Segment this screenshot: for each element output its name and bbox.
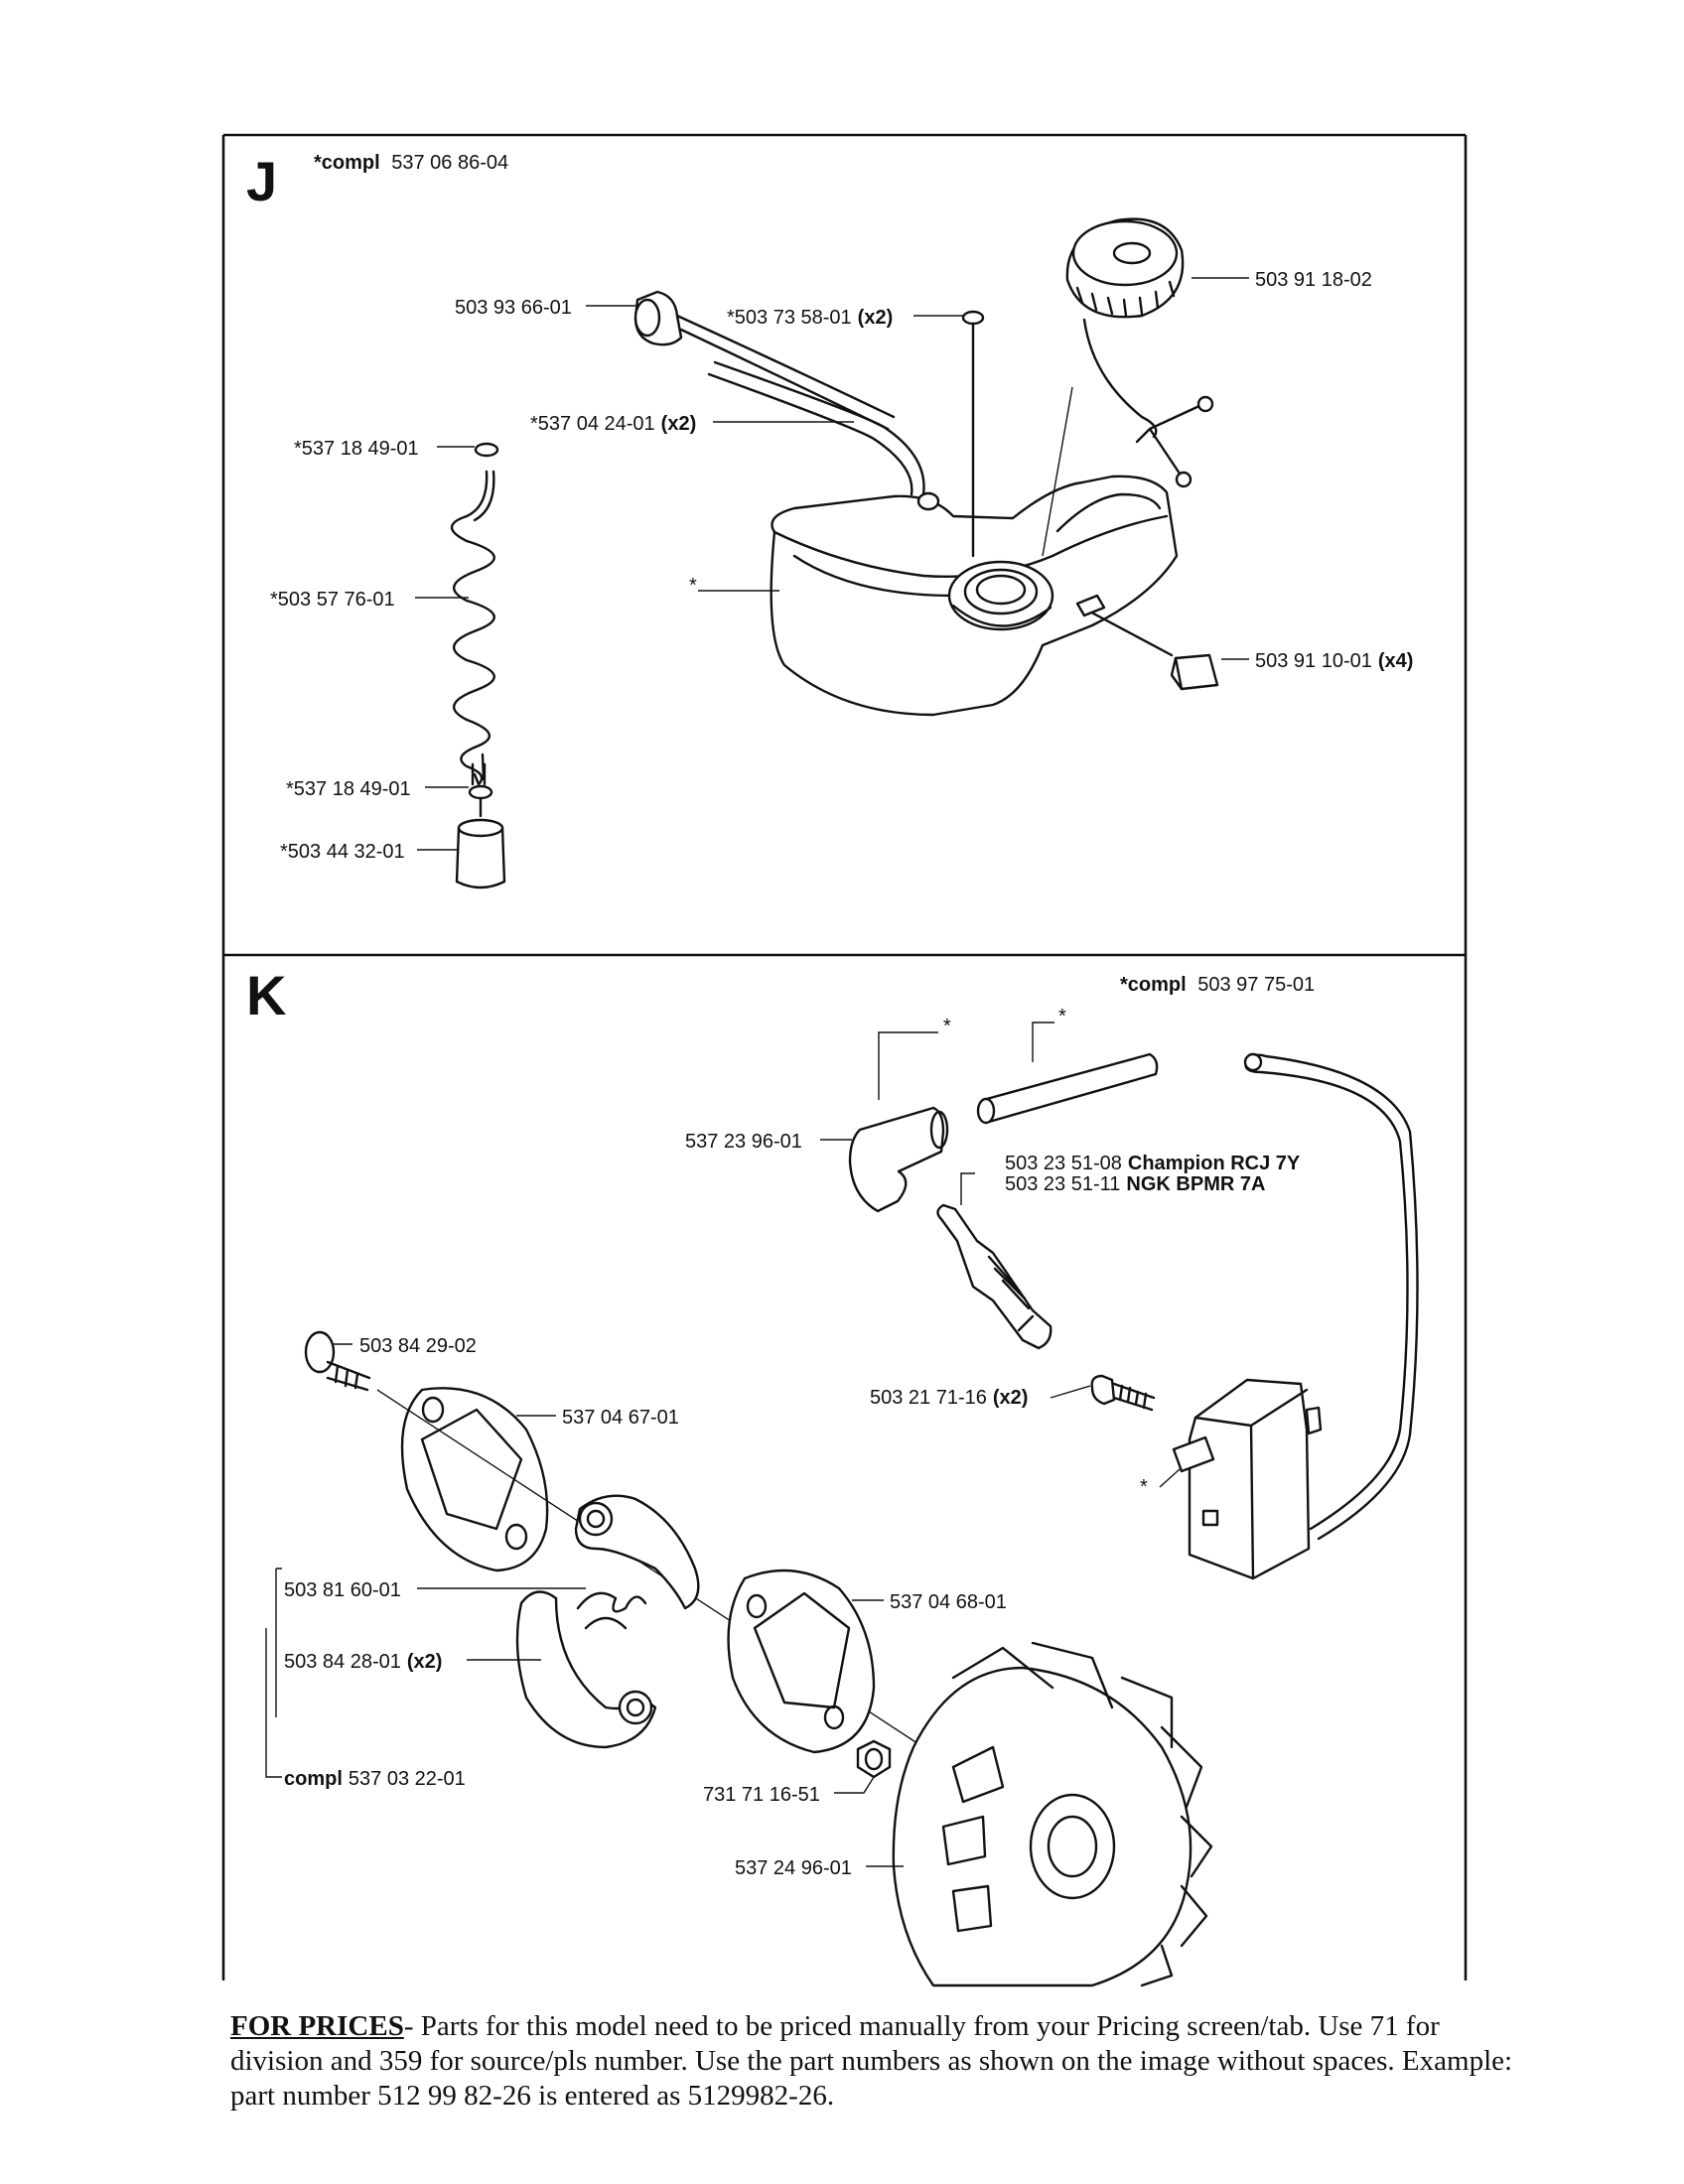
label-clutch-screw: 503 84 29-02: [359, 1335, 477, 1357]
label-rubber-pad-number: 503 91 10-01: [1255, 650, 1372, 672]
flywheel-drawing: [892, 1641, 1213, 1987]
section-j-leaders: [415, 277, 1249, 851]
label-clutch-compl-number: 537 03 22-01: [349, 1768, 466, 1790]
section-j: J *compl 537 06 86-04: [246, 150, 1413, 889]
label-spark-plug-1-brand: Champion RCJ 7Y: [1128, 1153, 1301, 1174]
label-coil-hose: *503 57 76-01: [270, 589, 395, 611]
clutch-screw-drawing: [304, 1330, 371, 1392]
section-j-compl-number: 537 06 86-04: [391, 152, 508, 174]
section-k-letter: K: [246, 964, 286, 1026]
diagram-frame: [221, 133, 1468, 1980]
section-j-compl-label: *compl 537 06 86-04: [314, 152, 508, 174]
section-j-compl-prefix: *compl: [314, 152, 380, 174]
label-flywheel: 537 24 96-01: [735, 1857, 852, 1879]
label-grommet-number: *503 73 58-01: [727, 307, 852, 329]
valve-hose-drawing: [633, 290, 985, 558]
label-plate-2: 537 04 68-01: [890, 1591, 1007, 1613]
footer-text: - Parts for this model need to be priced…: [230, 2010, 1513, 2112]
label-shoe-number: 503 84 28-01: [284, 1651, 401, 1673]
label-screw-ignition: 503 21 71-16 (x2): [870, 1387, 1028, 1409]
section-k-compl-number: 503 97 75-01: [1197, 974, 1315, 996]
label-rubber-pad-qty: (x4): [1378, 650, 1414, 672]
label-oring-bottom: *537 18 49-01: [286, 778, 411, 800]
section-k-compl-prefix: *compl: [1120, 974, 1187, 996]
clutch-shoe-drawing: [515, 1494, 700, 1749]
fuel-cap-drawing: [1065, 217, 1214, 488]
label-grommet-qty: (x2): [858, 307, 894, 329]
label-tank: *: [689, 575, 697, 597]
label-spring: 503 81 60-01: [284, 1579, 401, 1601]
nut-drawing: [856, 1739, 892, 1779]
section-k-leaders: [265, 1022, 1181, 1867]
label-valve: 503 93 66-01: [455, 297, 572, 319]
label-plate-1: 537 04 67-01: [562, 1407, 679, 1429]
label-nut: 731 71 16-51: [703, 1784, 820, 1806]
label-star-boot: *: [943, 1016, 951, 1037]
ignition-module-drawing: [1090, 1374, 1323, 1580]
label-shoe: 503 84 28-01 (x2): [284, 1651, 442, 1673]
rubber-pad-drawing: [1075, 594, 1219, 691]
label-spark-plug-2: 503 23 51-11 NGK BPMR 7A: [1005, 1173, 1265, 1195]
label-star-lead: *: [1058, 1006, 1066, 1027]
label-oring-top: *537 18 49-01: [294, 438, 419, 460]
label-spark-plug-2-brand: NGK BPMR 7A: [1126, 1173, 1265, 1195]
label-hose: *537 04 24-01 (x2): [530, 413, 696, 435]
section-k-compl-label: *compl 503 97 75-01: [1120, 974, 1315, 996]
label-screw-ignition-qty: (x2): [993, 1387, 1029, 1409]
label-rubber-pad: 503 91 10-01 (x4): [1255, 650, 1413, 672]
label-ignition-module: *: [1140, 1476, 1148, 1498]
label-grommet: *503 73 58-01 (x2): [727, 307, 893, 329]
clutch-plate-2-drawing: [727, 1569, 876, 1754]
spark-plug-drawing: [936, 1203, 1052, 1350]
section-k: K *compl 503 97 75-01: [246, 964, 1419, 1987]
coil-hose-drawing: [450, 442, 506, 889]
label-hose-qty: (x2): [661, 413, 697, 435]
label-boot: 537 23 96-01: [685, 1131, 802, 1153]
label-spark-plug-1: 503 23 51-08 Champion RCJ 7Y: [1005, 1153, 1301, 1174]
label-spark-plug-2-number: 503 23 51-11: [1005, 1173, 1120, 1195]
label-shoe-qty: (x2): [407, 1651, 443, 1673]
footer-title: FOR PRICES: [230, 2010, 404, 2042]
label-hose-number: *537 04 24-01: [530, 413, 655, 435]
label-clutch-compl: compl 537 03 22-01: [284, 1768, 466, 1790]
label-fuel-cap: 503 91 18-02: [1255, 269, 1372, 291]
label-spark-plug-1-number: 503 23 51-08: [1005, 1153, 1122, 1174]
label-filter: *503 44 32-01: [280, 841, 405, 863]
label-clutch-compl-prefix: compl: [284, 1768, 343, 1790]
pricing-footer: FOR PRICES- Parts for this model need to…: [230, 2009, 1521, 2114]
label-screw-ignition-number: 503 21 71-16: [870, 1387, 987, 1409]
spark-boot-drawing: [848, 1052, 1419, 1541]
section-j-letter: J: [246, 150, 277, 212]
